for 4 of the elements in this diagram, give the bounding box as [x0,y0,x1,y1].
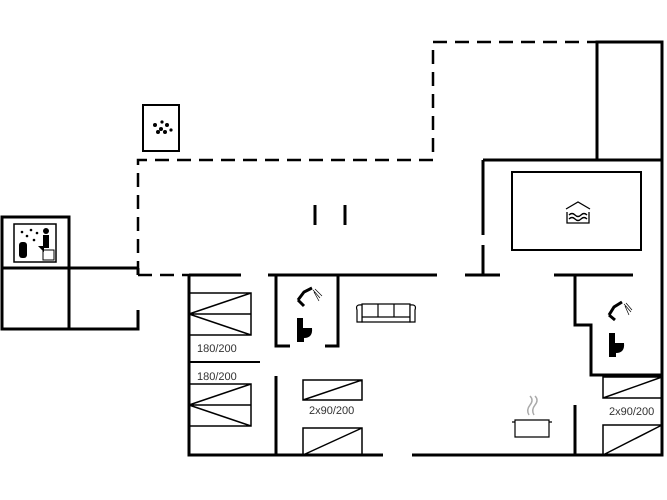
bed-size-label: 180/200 [197,371,237,383]
bed-size-label: 2x90/200 [309,405,354,417]
bed-size-label: 180/200 [197,343,237,355]
bed-size-label: 2x90/200 [609,406,654,418]
